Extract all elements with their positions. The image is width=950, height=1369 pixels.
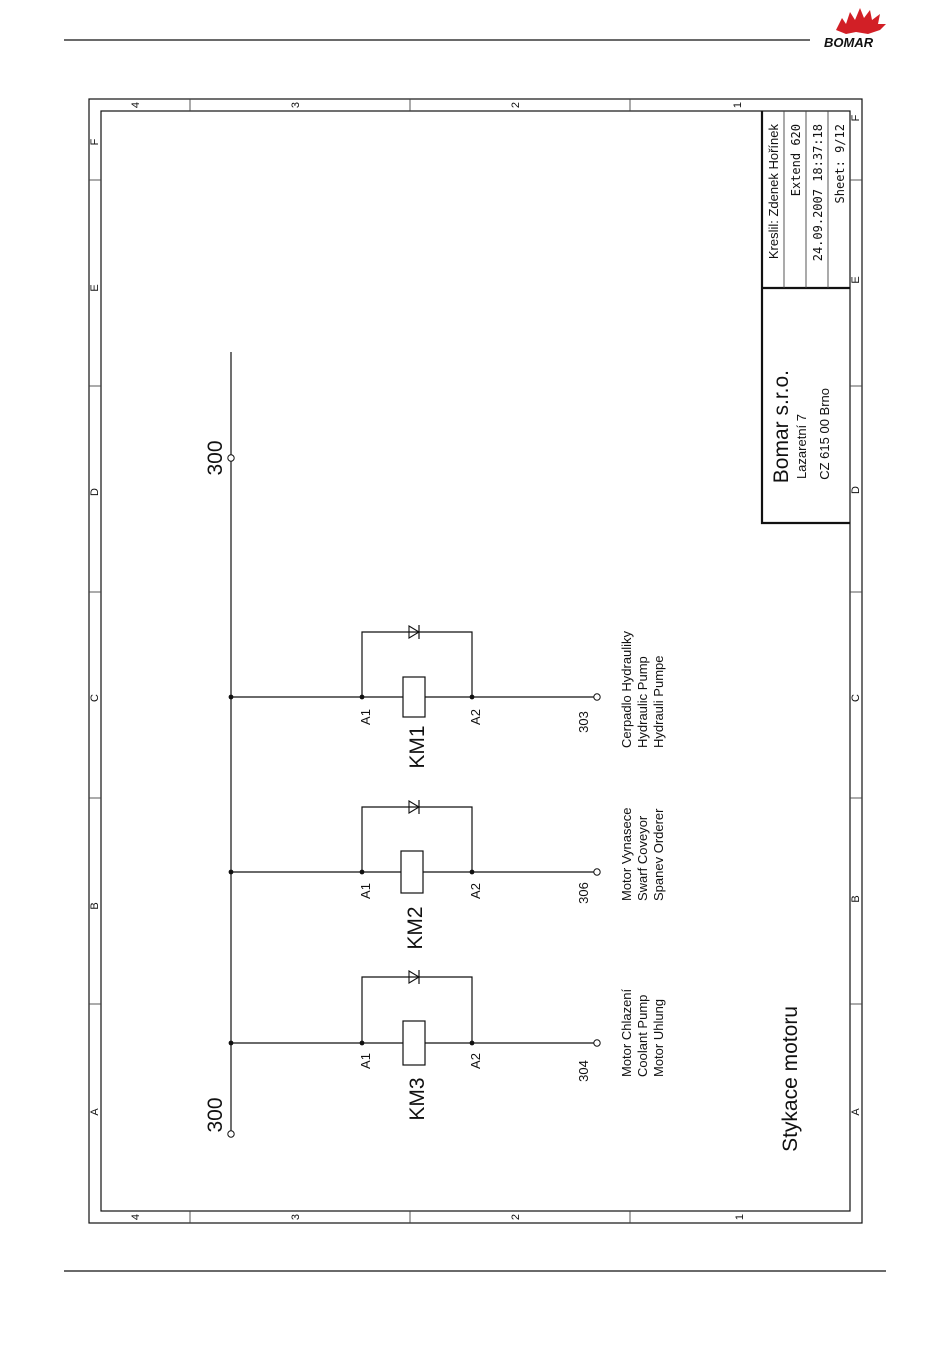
grid-col-label: 2: [510, 1214, 522, 1220]
diode-icon: [408, 625, 421, 639]
title-block: Kreslil: Zdenek Hořínek Extend 620 24.09…: [760, 111, 850, 525]
grid-row-label: F: [850, 114, 862, 121]
grid-col-label: 3: [290, 102, 302, 108]
diode-icon: [408, 970, 421, 984]
company-street: Lazaretní 7: [794, 414, 809, 479]
junction-dot: [228, 694, 234, 700]
wire-number: 304: [576, 1060, 591, 1082]
terminal-icon: [593, 693, 601, 701]
terminal-icon: [593, 868, 601, 876]
terminal-icon: [227, 454, 235, 462]
load-desc-en: Coolant Pump: [635, 995, 650, 1077]
contactor-label: KM3: [406, 1077, 429, 1120]
grid-row-label: A: [89, 1108, 101, 1116]
coil-terminal-a1: A1: [358, 883, 373, 899]
coil-terminal-a2: A2: [468, 1053, 483, 1069]
contactor-label: KM2: [404, 906, 427, 949]
grid-col-label: 3: [290, 1214, 302, 1220]
terminal-icon: [227, 1130, 235, 1138]
grid-row-label: C: [89, 694, 101, 702]
grid-col-label: 1: [734, 1214, 746, 1220]
coil-icon: [400, 850, 424, 894]
drawn-by: Kreslil: Zdenek Hořínek: [766, 124, 781, 260]
grid-row-label: C: [850, 694, 862, 702]
bus-label-bottom: 300: [204, 1097, 227, 1132]
bus-300: 300 300: [204, 352, 235, 1138]
load-desc-de: Motor Uhlung: [651, 999, 666, 1077]
grid-row-label: E: [89, 284, 101, 291]
load-desc-cz: Motor Chlazení: [619, 988, 634, 1077]
contactor-branch-km2: A1 A2 KM2 306 Motor Vynasece Swarf Covey…: [228, 800, 666, 950]
contactor-branch-km1: A1 A2 KM1 303 Cerpadlo Hydrauliky Hydrau…: [228, 625, 666, 769]
wire-number: 306: [576, 882, 591, 904]
logo-dragon-icon: [836, 8, 886, 34]
drawing-frame: [88, 98, 863, 1224]
grid-col-label: 4: [130, 102, 142, 108]
coil-terminal-a1: A1: [358, 709, 373, 725]
wire-number: 303: [576, 711, 591, 733]
coil-terminal-a2: A2: [468, 709, 483, 725]
logo-text: BOMAR: [824, 35, 874, 50]
grid-col-label: 2: [510, 102, 522, 108]
bomar-logo: BOMAR: [824, 8, 886, 50]
coil-terminal-a2: A2: [468, 883, 483, 899]
grid-row-label: D: [850, 486, 862, 494]
diode-loop: [361, 631, 473, 697]
grid-col-label: 4: [130, 1214, 142, 1220]
bus-label-top: 300: [204, 440, 227, 475]
company-name: Bomar s.r.o.: [770, 370, 793, 483]
load-desc-cz: Cerpadlo Hydrauliky: [619, 630, 634, 748]
load-desc-de: Spanev Orderer: [651, 808, 666, 901]
contactor-label: KM1: [406, 725, 429, 768]
software-version: Extend 620: [789, 124, 803, 196]
grid-row-label: B: [89, 902, 101, 909]
load-desc-de: Hydrauli Pumpe: [651, 656, 666, 749]
company-city: CZ 615 00 Brno: [817, 388, 832, 480]
grid-row-label: A: [850, 1108, 862, 1116]
datetime: 24.09.2007 18:37:18: [811, 124, 825, 261]
sheet-number: Sheet: 9/12: [833, 124, 847, 203]
load-desc-en: Hydraulic Pump: [635, 656, 650, 748]
diode-loop: [361, 806, 473, 872]
diode-icon: [408, 800, 421, 814]
grid-row-label: E: [850, 276, 862, 283]
junction-dot: [228, 1040, 234, 1046]
load-desc-en: Swarf Coveyor: [635, 815, 650, 901]
coil-icon: [402, 1020, 426, 1066]
drawing-title: Stykace motoru: [779, 1006, 802, 1152]
junction-dot: [228, 869, 234, 875]
terminal-icon: [593, 1039, 601, 1047]
grid-ticks: [89, 99, 862, 1223]
grid-row-label: F: [89, 138, 101, 145]
coil-terminal-a1: A1: [358, 1053, 373, 1069]
grid-col-label: 1: [732, 102, 744, 108]
contactor-branch-km3: A1 A2 KM3 304 Motor Chlazení Coolant Pum…: [228, 970, 666, 1121]
load-desc-cz: Motor Vynasece: [619, 808, 634, 901]
grid-row-label: B: [850, 895, 862, 902]
diode-loop: [361, 976, 473, 1043]
coil-icon: [402, 676, 426, 718]
grid-row-label: D: [89, 488, 101, 496]
